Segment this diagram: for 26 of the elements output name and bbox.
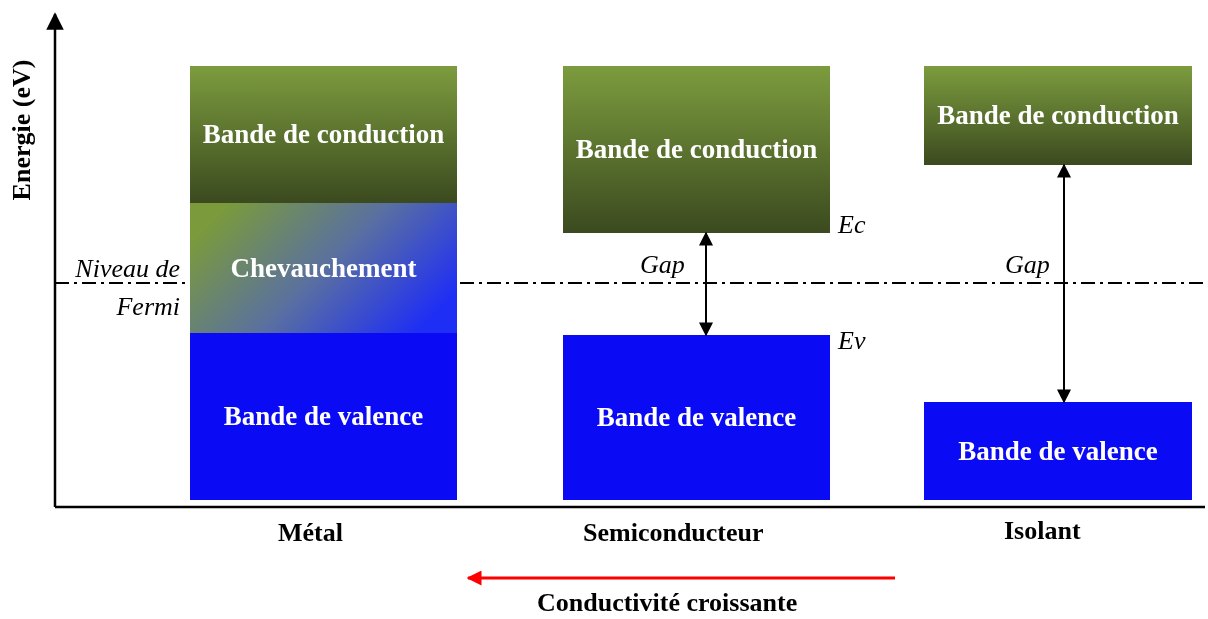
valence-band-box <box>190 333 457 500</box>
overlap-band-box <box>190 203 457 333</box>
band-label: Bande de valence <box>223 400 424 434</box>
conduction-band-box <box>190 66 457 203</box>
category-label: Métal <box>278 518 343 548</box>
category-label: Semiconducteur <box>583 518 764 548</box>
axis-title: Energie (eV) <box>7 59 37 201</box>
conduction-band-box <box>924 66 1192 165</box>
category-label: Isolant <box>1004 516 1081 546</box>
band-label: Bande de valence <box>958 434 1158 468</box>
valence-band-box <box>924 402 1192 500</box>
gap-arrow <box>1057 163 1071 404</box>
band-label: Bande de conduction <box>575 133 818 167</box>
arrow-caption: Conductivité croissante <box>537 588 798 618</box>
band-label: Bande de conduction <box>937 99 1179 133</box>
energy-level-label: Ev <box>838 326 866 356</box>
fermi-level-label: Niveau de Fermi <box>74 253 180 323</box>
band-label: Bande de valence <box>596 401 797 435</box>
valence-band-box <box>563 335 830 500</box>
edge-label: Gap <box>1005 250 1050 280</box>
edge-label: Gap <box>640 250 685 280</box>
conduction-band-box <box>563 66 830 233</box>
band-label: Chevauchement <box>230 251 417 285</box>
band-label: Bande de conduction <box>202 118 445 152</box>
energy-level-label: Ec <box>838 210 866 240</box>
gap-arrow <box>699 231 713 337</box>
